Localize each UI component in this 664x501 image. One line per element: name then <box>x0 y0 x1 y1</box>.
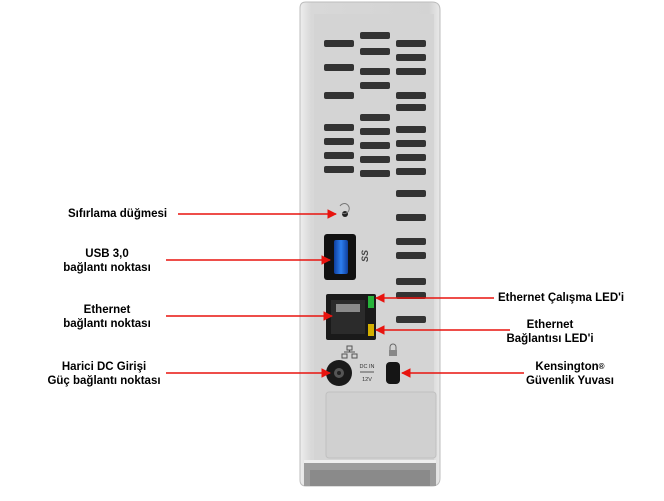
dc-in-text: DC IN <box>360 364 375 370</box>
registered-mark: ® <box>598 362 605 371</box>
vent-slot <box>324 40 354 47</box>
dc-jack-pin <box>337 371 341 375</box>
vent-slot <box>360 142 390 149</box>
dc-voltage-text: 12V <box>362 377 372 383</box>
lock-icon-body <box>389 350 397 356</box>
label-usb-port: USB 3,0 bağlantı noktası <box>52 247 162 275</box>
vent-slot <box>360 48 390 55</box>
network-icon <box>341 345 358 359</box>
label-dc-input-line2: Güç bağlantı noktası <box>47 375 161 387</box>
vent-slot <box>396 92 426 99</box>
dc-input: DC IN 12V <box>326 360 378 386</box>
label-ethernet-port: Ethernet bağlantı noktası <box>52 303 162 331</box>
lock-icon <box>389 343 397 350</box>
label-kensington-slot: Kensington® Güvenlik Yuvası <box>516 360 624 388</box>
device-base-foot <box>310 470 430 486</box>
bottom-panel <box>325 391 437 459</box>
vent-slot <box>324 64 354 71</box>
vent-slot <box>396 168 426 175</box>
vent-slot <box>360 156 390 163</box>
network-icon-right <box>351 353 358 359</box>
ethernet-port <box>326 294 376 340</box>
nas-device: SS DC IN 12V <box>299 1 441 487</box>
vent-slot <box>324 124 354 131</box>
vent-slot <box>396 40 426 47</box>
vent-slot <box>396 190 426 197</box>
vent-slot <box>360 128 390 135</box>
vent-slot <box>360 170 390 177</box>
label-dc-input: Harici DC Girişi Güç bağlantı noktası <box>36 360 172 388</box>
kensington-slot <box>386 343 400 384</box>
vent-slot <box>360 32 390 39</box>
vent-slot <box>396 316 426 323</box>
vent-slot <box>396 126 426 133</box>
label-kensington-line1: Kensington® <box>516 360 624 374</box>
vent-slot <box>324 92 354 99</box>
vent-slot <box>396 154 426 161</box>
vent-slot <box>360 68 390 75</box>
vent-grille <box>324 32 426 323</box>
kensington-slot-opening <box>386 362 400 384</box>
ethernet-link-led <box>368 324 374 336</box>
reset-icon <box>339 203 350 215</box>
label-kensington-word: Kensington <box>535 361 599 373</box>
label-ethernet-link-line1: Ethernet <box>526 319 574 331</box>
usb-port: SS <box>324 234 370 280</box>
vent-slot <box>396 278 426 285</box>
vent-slot <box>396 140 426 147</box>
vent-slot <box>360 82 390 89</box>
label-usb-line1: USB 3,0 <box>85 248 129 260</box>
callout-arrows <box>166 209 524 378</box>
reset-button <box>339 203 350 217</box>
usb-ss-logo: SS <box>360 250 370 262</box>
vent-slot <box>396 214 426 221</box>
vent-slot <box>324 166 354 173</box>
label-dc-input-line1: Harici DC Girişi <box>61 361 147 373</box>
label-kensington-line2: Güvenlik Yuvası <box>525 375 614 387</box>
label-ethernet-port-line1: Ethernet <box>83 304 131 316</box>
device-base-top-edge <box>304 460 436 463</box>
label-usb-line2: bağlantı noktası <box>63 262 151 274</box>
usb-port-tongue <box>334 240 348 274</box>
vent-slot <box>396 68 426 75</box>
label-ethernet-link-line2: Bağlantısı LED'i <box>506 333 594 345</box>
label-ethernet-link-led: Ethernet Bağlantısı LED'i <box>496 318 604 346</box>
vent-slot <box>360 114 390 121</box>
network-icon-left <box>341 353 348 359</box>
label-ethernet-activity-led: Ethernet Çalışma LED'i <box>498 292 625 304</box>
label-ethernet-port-line2: bağlantı noktası <box>63 318 151 330</box>
vent-slot <box>324 138 354 145</box>
label-reset-button: Sıfırlama düğmesi <box>68 208 168 220</box>
ethernet-port-contacts <box>336 304 360 312</box>
vent-slot <box>324 152 354 159</box>
vent-slot <box>396 238 426 245</box>
vent-slot <box>396 252 426 259</box>
ethernet-activity-led <box>368 296 374 308</box>
vent-slot <box>396 104 426 111</box>
vent-slot <box>396 54 426 61</box>
